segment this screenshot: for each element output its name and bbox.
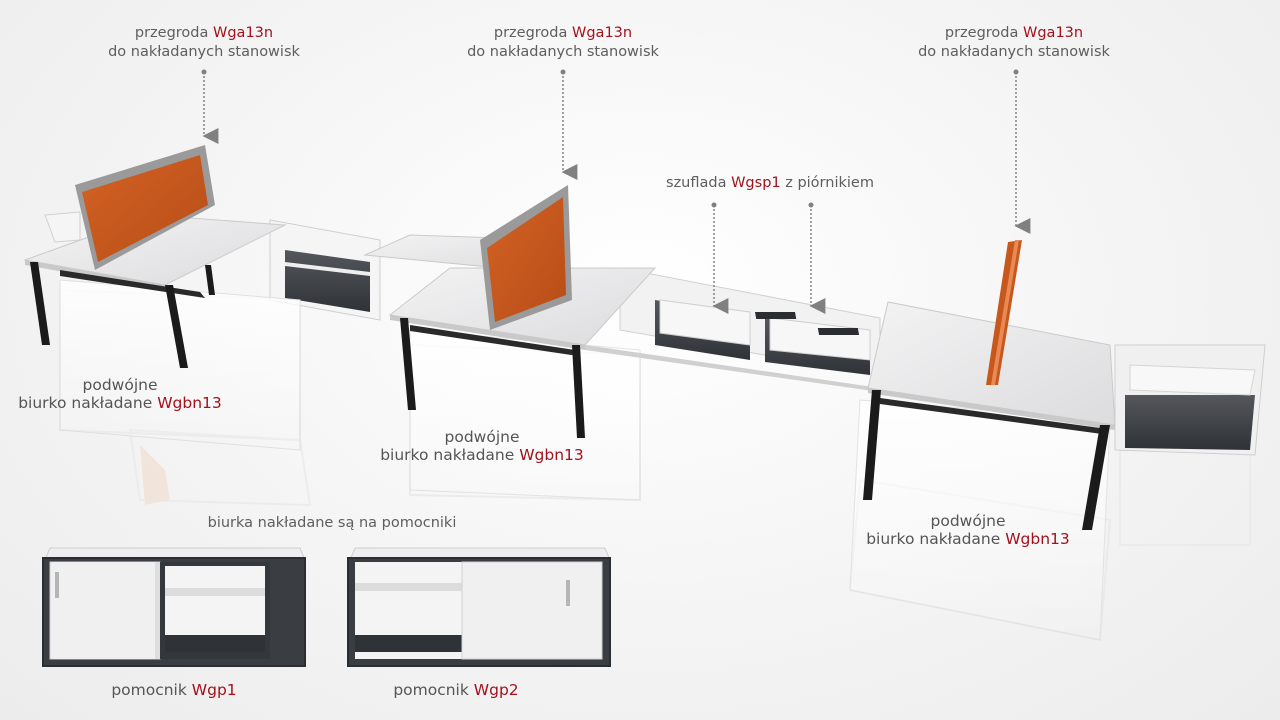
desk-middle-open: [585, 345, 880, 392]
desk-1: [23, 145, 301, 451]
leg: [30, 262, 50, 345]
leg: [1082, 425, 1110, 530]
leg: [863, 390, 881, 500]
partition-panel-2: [480, 185, 572, 330]
leg: [205, 265, 215, 295]
partition-callout-1: przegroda Wga13n do nakładanych stanowis…: [108, 25, 300, 60]
partition-callout-3: przegroda Wga13n do nakładanych stanowis…: [918, 25, 1110, 60]
desk-callout-1: podwójne biurko nakładane Wgbn13: [18, 376, 222, 412]
note-label: biurka nakładane są na pomocniki: [207, 515, 457, 531]
callout-dots: [201, 69, 1019, 208]
leg: [400, 318, 416, 410]
cabinet-wgp1: [42, 547, 306, 667]
desk-callout-3: podwójne biurko nakładane Wgbn13: [866, 512, 1070, 548]
cabinet-wgp2: [347, 547, 611, 667]
desk-callout-2: podwójne biurko nakładane Wgbn13: [380, 428, 584, 464]
desk-3: [849, 240, 1116, 641]
desk-2: [363, 185, 657, 501]
leg: [572, 345, 585, 438]
leg: [165, 285, 188, 368]
partition-panel-3: [986, 240, 1022, 385]
partition-panel-1: [75, 145, 215, 270]
partition-callout-2: przegroda Wga13n do nakładanych stanowis…: [467, 25, 659, 60]
callout-arrows: [202, 72, 1031, 314]
drawer-callout: szuflada Wgsp1 z piórnikiem: [666, 175, 874, 191]
cabinet-label-wgp2: pomocnik Wgp2: [393, 681, 519, 699]
cabinet-label-wgp1: pomocnik Wgp1: [111, 681, 237, 699]
pedestal-row: [269, 219, 1266, 456]
